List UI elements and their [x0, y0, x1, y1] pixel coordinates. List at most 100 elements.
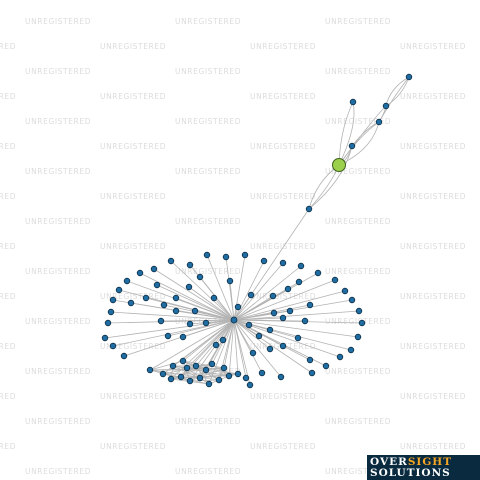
watermark-text: UNREGISTERED [400, 342, 466, 351]
network-edge [149, 360, 184, 371]
logo-word-solutions: SOLUTIONS [370, 467, 451, 479]
watermark-text: UNREGISTERED [400, 192, 466, 201]
watermark-text: UNREGISTERED [0, 242, 16, 251]
network-edge [233, 290, 346, 321]
network-edge [338, 105, 387, 166]
oversight-solutions-logo: OVERSIGHT SOLUTIONS [367, 455, 480, 480]
watermark-text: UNREGISTERED [0, 342, 16, 351]
network-edge [233, 319, 306, 322]
watermark-text: UNREGISTERED [400, 42, 466, 51]
network-edge [233, 319, 260, 337]
network-node [186, 377, 194, 385]
network-node [196, 273, 204, 281]
network-node [157, 317, 165, 325]
watermark-text: UNREGISTERED [250, 192, 316, 201]
network-node [258, 369, 266, 377]
network-node [142, 294, 150, 302]
network-edge [149, 319, 235, 371]
watermark-text: UNREGISTERED [25, 267, 91, 276]
hub-node [230, 316, 238, 324]
network-edge [156, 284, 235, 321]
watermark-text: UNREGISTERED [0, 292, 16, 301]
network-edge [175, 297, 235, 321]
watermark-text: UNREGISTERED [325, 17, 391, 26]
watermark-text: UNREGISTERED [100, 242, 166, 251]
network-node [169, 362, 177, 370]
watermark-text: UNREGISTERED [400, 292, 466, 301]
network-edge [170, 363, 213, 380]
network-node [109, 296, 117, 304]
watermark-text: UNREGISTERED [25, 317, 91, 326]
network-edge [233, 262, 284, 321]
logo-line-1: OVERSIGHT [370, 457, 452, 468]
network-node [196, 374, 204, 382]
network-node [331, 276, 339, 284]
network-edge [172, 365, 230, 377]
watermark-text: UNREGISTERED [250, 242, 316, 251]
network-node [215, 376, 223, 384]
network-edge [233, 310, 360, 321]
network-node [179, 333, 187, 341]
watermark-text: UNREGISTERED [0, 192, 16, 201]
network-node [107, 308, 115, 316]
watermark-text: UNREGISTERED [25, 67, 91, 76]
focus-node [332, 158, 346, 172]
watermark-text: UNREGISTERED [25, 17, 91, 26]
network-node [306, 301, 314, 309]
network-edge [175, 310, 235, 321]
watermark-text: UNREGISTERED [100, 442, 166, 451]
network-node [347, 346, 355, 354]
watermark-text: UNREGISTERED [100, 142, 166, 151]
network-edge [104, 319, 235, 339]
network-node [234, 303, 242, 311]
network-node [322, 362, 330, 370]
network-node [279, 342, 287, 350]
watermark-text: UNREGISTERED [325, 217, 391, 226]
watermark-text: UNREGISTERED [100, 292, 166, 301]
watermark-text: UNREGISTERED [25, 217, 91, 226]
network-node [183, 364, 191, 372]
watermark-text: UNREGISTERED [25, 417, 91, 426]
network-edge [233, 312, 275, 321]
watermark-text: UNREGISTERED [400, 442, 466, 451]
network-node [219, 336, 227, 344]
network-edge [308, 145, 353, 210]
network-node [382, 102, 390, 110]
watermark-text: UNREGISTERED [175, 217, 241, 226]
network-node [172, 307, 180, 315]
network-node [279, 259, 287, 267]
network-node [202, 319, 210, 327]
watermark-text: UNREGISTERED [100, 392, 166, 401]
network-node [109, 342, 117, 350]
network-node [242, 374, 250, 382]
network-node [284, 285, 292, 293]
watermark-text: UNREGISTERED [175, 17, 241, 26]
network-node [146, 366, 154, 374]
network-node [266, 345, 274, 353]
watermark-text: UNREGISTERED [325, 67, 391, 76]
network-node [136, 269, 144, 277]
network-edge [233, 279, 336, 321]
network-node [336, 353, 344, 361]
network-edge [233, 319, 313, 374]
watermark-text: UNREGISTERED [325, 267, 391, 276]
watermark-text: UNREGISTERED [325, 417, 391, 426]
network-node [225, 372, 233, 380]
network-node [255, 332, 263, 340]
network-node [127, 299, 135, 307]
network-node [104, 319, 112, 327]
network-node [349, 98, 357, 106]
network-node [279, 314, 287, 322]
watermark-text: UNREGISTERED [175, 67, 241, 76]
watermark-text: UNREGISTERED [25, 467, 91, 476]
network-node [341, 287, 349, 295]
network-node [153, 281, 161, 289]
network-node [172, 294, 180, 302]
network-node [202, 366, 210, 374]
watermark-text: UNREGISTERED [100, 342, 166, 351]
network-edge [189, 319, 235, 382]
network-edge [229, 280, 235, 321]
network-node [348, 296, 356, 304]
network-node [167, 375, 175, 383]
network-node [247, 291, 255, 299]
